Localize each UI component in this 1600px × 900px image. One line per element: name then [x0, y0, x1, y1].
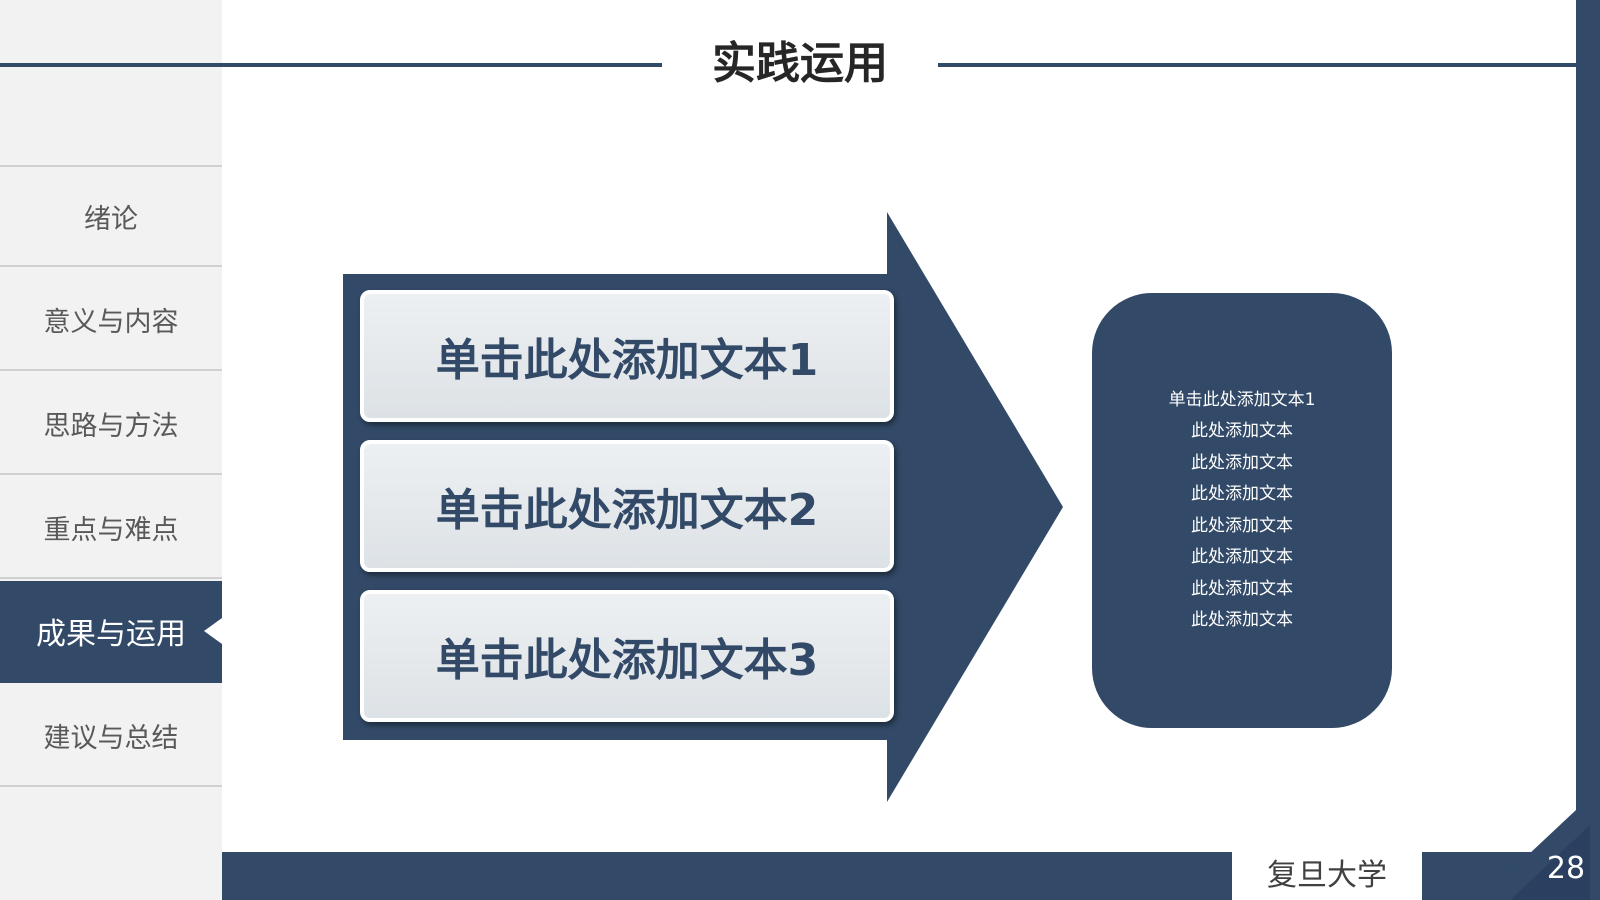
- sidebar-item-summary[interactable]: 建议与总结: [0, 685, 222, 787]
- page-title: 实践运用: [712, 38, 888, 89]
- title-rule-right: [938, 63, 1576, 67]
- right-border-strip: [1576, 0, 1600, 900]
- sidebar-item-significance[interactable]: 意义与内容: [0, 269, 222, 371]
- footer-bar-left: [222, 852, 1232, 900]
- text-box-3[interactable]: 单击此处添加文本3: [360, 590, 894, 722]
- text-box-label: 单击此处添加文本1: [435, 335, 819, 386]
- panel-line: 单击此处添加文本1: [1168, 389, 1316, 410]
- sidebar-item-methods[interactable]: 思路与方法: [0, 373, 222, 475]
- sidebar-item-label: 建议与总结: [43, 722, 179, 754]
- panel-line: 此处添加文本: [1191, 484, 1293, 504]
- sidebar-item-label: 成果与运用: [36, 617, 186, 652]
- organization-name: 复旦大学: [1267, 858, 1387, 893]
- panel-line: 此处添加文本: [1191, 610, 1293, 630]
- panel-line: 此处添加文本: [1191, 421, 1293, 441]
- title-rule-left: [0, 63, 662, 67]
- text-box-1[interactable]: 单击此处添加文本1: [360, 290, 894, 422]
- sidebar-item-label: 意义与内容: [43, 306, 179, 338]
- panel-line: 此处添加文本: [1191, 515, 1293, 536]
- panel-line: 此处添加文本: [1191, 452, 1293, 473]
- active-pointer-icon: [204, 618, 222, 644]
- text-box-label: 单击此处添加文本3: [435, 635, 819, 686]
- page-number: 28: [1546, 851, 1586, 886]
- sidebar-item-results-active[interactable]: 成果与运用: [0, 581, 222, 683]
- panel-line: 此处添加文本: [1191, 547, 1293, 567]
- text-box-label: 单击此处添加文本2: [435, 485, 819, 536]
- text-box-2[interactable]: 单击此处添加文本2: [360, 440, 894, 572]
- sidebar-item-label: 思路与方法: [43, 410, 179, 442]
- summary-panel[interactable]: 单击此处添加文本1 此处添加文本 此处添加文本 此处添加文本 此处添加文本 此处…: [1092, 293, 1392, 728]
- footer-corner-decoration: [1480, 795, 1600, 900]
- sidebar-item-label: 绪论: [84, 203, 138, 235]
- sidebar-item-key-points[interactable]: 重点与难点: [0, 477, 222, 579]
- sidebar-item-intro[interactable]: 绪论: [0, 165, 222, 267]
- panel-line: 此处添加文本: [1191, 578, 1293, 599]
- sidebar-nav: 绪论 意义与内容 思路与方法 重点与难点 成果与运用 建议与总结: [0, 0, 222, 900]
- sidebar-item-label: 重点与难点: [43, 514, 179, 546]
